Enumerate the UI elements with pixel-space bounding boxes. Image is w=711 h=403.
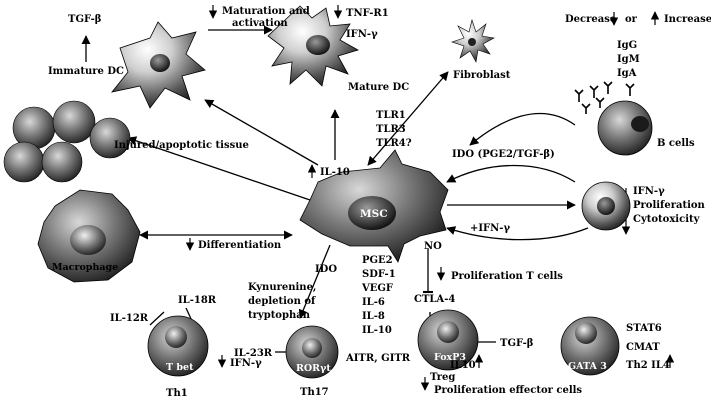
th1-label: Th1 xyxy=(166,388,188,399)
no-label: NO xyxy=(424,241,442,252)
nk-cytotoxicity-label: Cytotoxicity xyxy=(633,214,701,225)
il23r-label: IL-23R xyxy=(234,348,273,359)
labels: Decrease or Increase TGF-β Immature DC M… xyxy=(48,6,711,399)
legend-decrease: Decrease xyxy=(565,14,616,25)
tlr3-label: TLR3 xyxy=(376,124,406,135)
factor-il6: IL-6 xyxy=(362,297,385,308)
legend-increase: Increase xyxy=(664,14,711,25)
tnfr1-label: TNF-R1 xyxy=(346,8,389,19)
treg-tgfb-label: TGF-β xyxy=(500,338,534,349)
rorgt-label: RORγt xyxy=(296,363,331,374)
maturation-label-1: Maturation and xyxy=(222,6,310,17)
msc-label: MSC xyxy=(360,208,388,220)
mature-ifng-label: IFN-γ xyxy=(346,29,378,40)
iga-label: IgA xyxy=(617,68,637,79)
arrow-bcells-msc xyxy=(469,112,576,146)
factor-vegf: VEGF xyxy=(361,283,393,294)
mature-dc-label: Mature DC xyxy=(348,82,409,93)
igg-label: IgG xyxy=(617,40,637,51)
plus-ifng-label: +IFN-γ xyxy=(470,223,510,234)
factor-il8: IL-8 xyxy=(362,311,385,322)
msc-il10-label: IL-10 xyxy=(320,167,350,178)
b-cell xyxy=(597,100,653,156)
nk-proliferation-label: Proliferation xyxy=(633,200,706,211)
stat6-label: STAT6 xyxy=(626,323,662,334)
immature-dc-label: Immature DC xyxy=(48,66,124,77)
prolif-eff-label: Proliferation effector cells xyxy=(434,385,582,396)
immature-dc-nucleus xyxy=(150,54,170,72)
ctla4-label: CTLA-4 xyxy=(414,294,455,305)
kynurenine-3: tryptophan xyxy=(248,310,311,321)
tbet-label: T bet xyxy=(166,362,194,373)
il12r-label: IL-12R xyxy=(110,313,149,324)
th1-ifng-label: IFN-γ xyxy=(230,358,262,369)
gata3-label: GATA 3 xyxy=(568,361,607,372)
dc-tgfb: TGF-β xyxy=(68,14,102,25)
kynurenine-2: depletion of xyxy=(248,296,316,307)
arrow-msc-tissue xyxy=(127,136,311,201)
aitr-gitr-label: AITR, GITR xyxy=(345,353,411,364)
receptor-il12r xyxy=(149,311,165,326)
tlr4-label: TLR4? xyxy=(376,138,412,149)
prolif-t-label: Proliferation T cells xyxy=(451,271,563,282)
th2-il4-label: Th2 IL4 xyxy=(626,360,670,371)
b-cells-label: B cells xyxy=(657,138,695,149)
arrow-msc-th17 xyxy=(298,244,331,319)
maturation-label-2: activation xyxy=(232,18,288,29)
antibody-icons xyxy=(574,81,635,114)
connectors xyxy=(81,25,589,353)
cmat-label: CMAT xyxy=(626,342,660,353)
macrophage-nucleus xyxy=(70,225,106,255)
arrow-msc-immature-dc xyxy=(204,99,319,166)
mature-dc-nucleus xyxy=(306,35,330,55)
tlr1-label: TLR1 xyxy=(376,110,406,121)
kynurenine-1: Kynurenine, xyxy=(248,282,316,293)
differentiation-label: Differentiation xyxy=(198,240,282,251)
arrow-msc-fibroblast xyxy=(367,71,449,166)
il18r-label: IL-18R xyxy=(178,295,217,306)
factor-sdf1: SDF-1 xyxy=(362,269,396,280)
igm-label: IgM xyxy=(617,54,640,65)
arrow-nk-msc-top xyxy=(446,164,576,183)
b-cell-nucleus xyxy=(631,116,649,132)
apoptotic-tissue xyxy=(3,100,131,183)
ido-pge2-label: IDO (PGE2/TGF-β) xyxy=(452,149,555,160)
factor-pge2: PGE2 xyxy=(362,255,393,266)
factor-il10: IL-10 xyxy=(362,325,392,336)
foxp3-label: FoxP3 xyxy=(434,352,466,363)
legend-or: or xyxy=(625,14,638,25)
th17-label: Th17 xyxy=(300,387,329,398)
nk-ifng-label: IFN-γ xyxy=(633,186,665,197)
tissue-label: Injured/apoptotic tissue xyxy=(114,140,249,151)
treg-label: Treg xyxy=(430,372,455,383)
arrow-nk-msc-bottom xyxy=(446,226,589,241)
msc-nucleus xyxy=(348,196,396,230)
treg-il10-label: IL10 xyxy=(450,360,476,371)
msc-ido-label: IDO xyxy=(315,264,337,275)
macrophage-label: Macrophage xyxy=(52,262,118,273)
fibroblast-label: Fibroblast xyxy=(453,70,511,81)
